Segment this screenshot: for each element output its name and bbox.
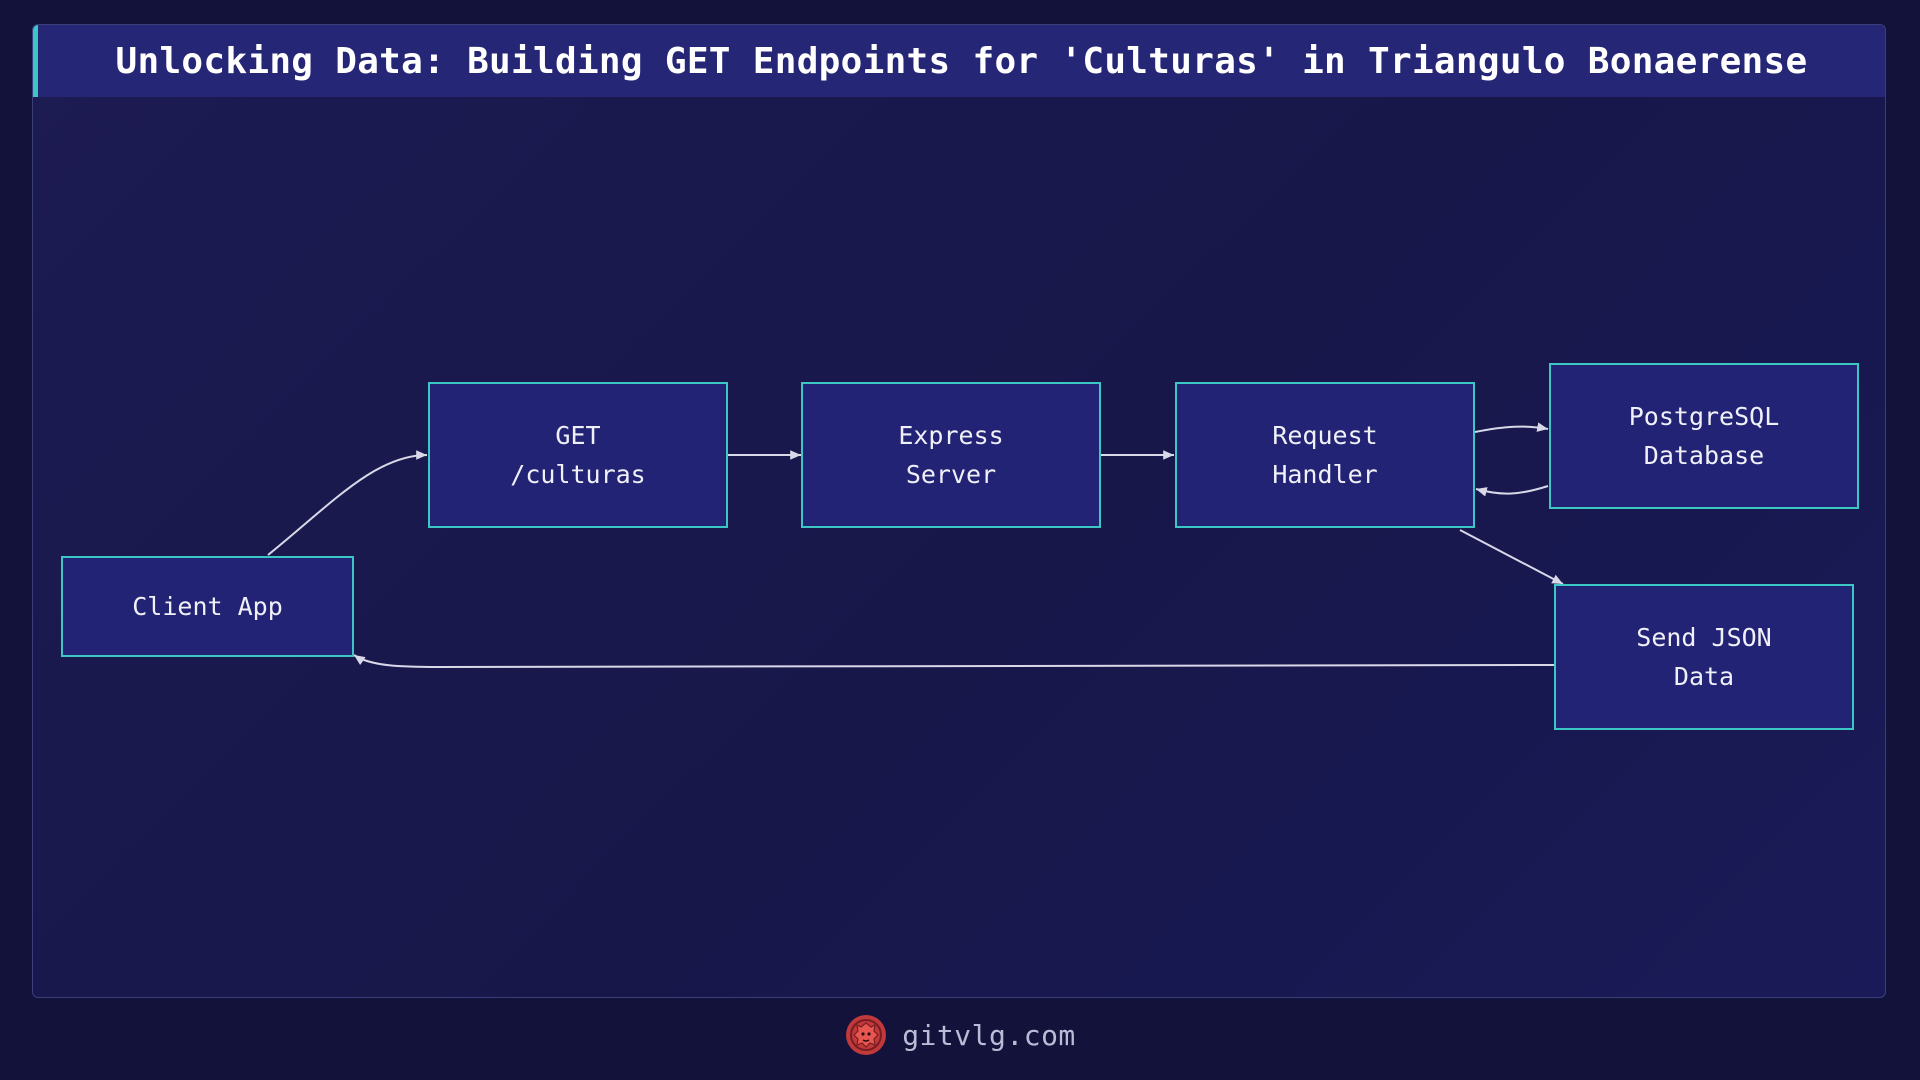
lion-head-logo-icon: [846, 1015, 887, 1055]
node-request-handler: Request Handler: [1175, 382, 1475, 528]
node-get-culturas: GET /culturas: [428, 382, 728, 528]
node-client-app: Client App: [61, 556, 354, 657]
title-bar: Unlocking Data: Building GET Endpoints f…: [33, 25, 1885, 97]
node-send-json-data: Send JSON Data: [1554, 584, 1854, 730]
node-postgresql-database: PostgreSQL Database: [1549, 363, 1859, 509]
footer-site-text[interactable]: gitvlg.com: [902, 1018, 1076, 1052]
footer: gitvlg.com: [0, 1010, 1920, 1060]
node-express-server: Express Server: [801, 382, 1101, 528]
page-title: Unlocking Data: Building GET Endpoints f…: [115, 40, 1808, 82]
